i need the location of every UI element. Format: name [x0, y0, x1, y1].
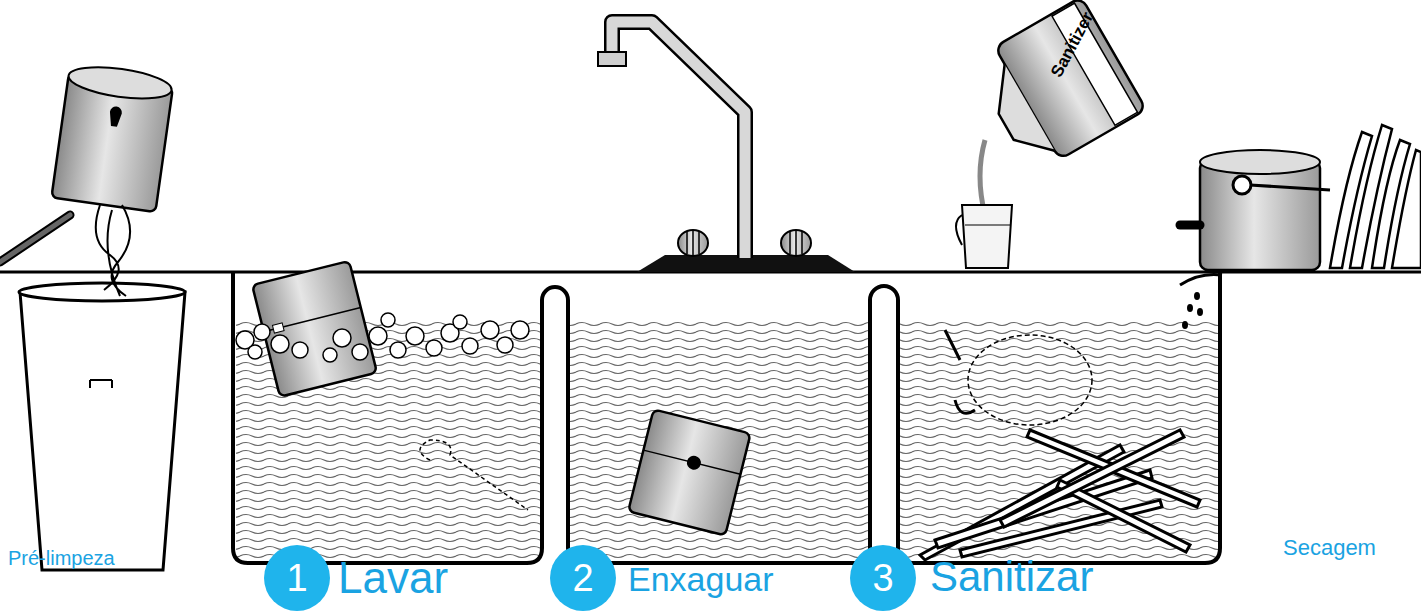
- pot-ring: [1233, 176, 1251, 194]
- step-label: Sanitizar: [930, 556, 1093, 598]
- pot-mark: [685, 454, 702, 471]
- scraps: [96, 205, 130, 296]
- step-label: Pré-limpeza: [8, 548, 115, 568]
- pot-handle-fill: [0, 215, 70, 262]
- faucet-spout: [598, 52, 626, 66]
- sanitize-water: [900, 318, 1218, 560]
- sanitize-contents: [920, 330, 1200, 560]
- pitcher: [968, 335, 1092, 425]
- sanitizer-bottle: [956, 0, 1146, 268]
- bubbles: [236, 313, 529, 362]
- rinse-contents: [628, 409, 750, 535]
- step-number: 1: [286, 557, 307, 600]
- faucet: [598, 22, 855, 272]
- bucket: [20, 292, 185, 570]
- rinse-water: [570, 318, 868, 560]
- pot: [628, 409, 750, 535]
- rack-wire: [1250, 185, 1330, 190]
- faucet-pipe-outline: [612, 22, 745, 258]
- bucket-handle: [90, 380, 112, 388]
- step-label: Enxaguar: [628, 562, 774, 596]
- plates: [1330, 125, 1421, 268]
- pot-handle: [1180, 221, 1200, 230]
- pour-stream: [980, 140, 985, 215]
- spoon: [420, 440, 528, 510]
- cup-handle: [956, 215, 962, 245]
- wash-contents: [236, 261, 529, 510]
- sink-outline: [233, 272, 1220, 563]
- pot-line: [643, 450, 740, 474]
- pot: [1200, 160, 1320, 270]
- bottle-neck: [979, 64, 1055, 166]
- cup-level: [965, 225, 1010, 226]
- pot-mark: [108, 106, 123, 127]
- pot-top: [1200, 150, 1320, 174]
- step-number: 2: [572, 557, 593, 600]
- handle-ribs: [687, 230, 802, 256]
- step-number: 3: [872, 557, 893, 600]
- pot-top: [67, 62, 174, 104]
- step-number-circle: 2: [550, 545, 616, 611]
- step-label: Secagem: [1283, 537, 1376, 559]
- step-number-circle: 1: [264, 545, 330, 611]
- faucet-pipe: [612, 22, 745, 258]
- pot: [252, 261, 377, 397]
- pot-rivet: [272, 323, 284, 333]
- measuring-cup: [962, 205, 1012, 268]
- drips: [1182, 292, 1203, 329]
- drain-lip: [1180, 274, 1222, 285]
- pre-clean: [0, 62, 185, 570]
- drying-rack: [1180, 125, 1421, 329]
- step-label: Lavar: [338, 556, 448, 600]
- pitcher-handle: [945, 330, 975, 413]
- utensils: [920, 430, 1200, 560]
- bucket-rim: [19, 283, 185, 301]
- step-number-circle: 3: [850, 545, 916, 611]
- pot-handle: [0, 215, 70, 262]
